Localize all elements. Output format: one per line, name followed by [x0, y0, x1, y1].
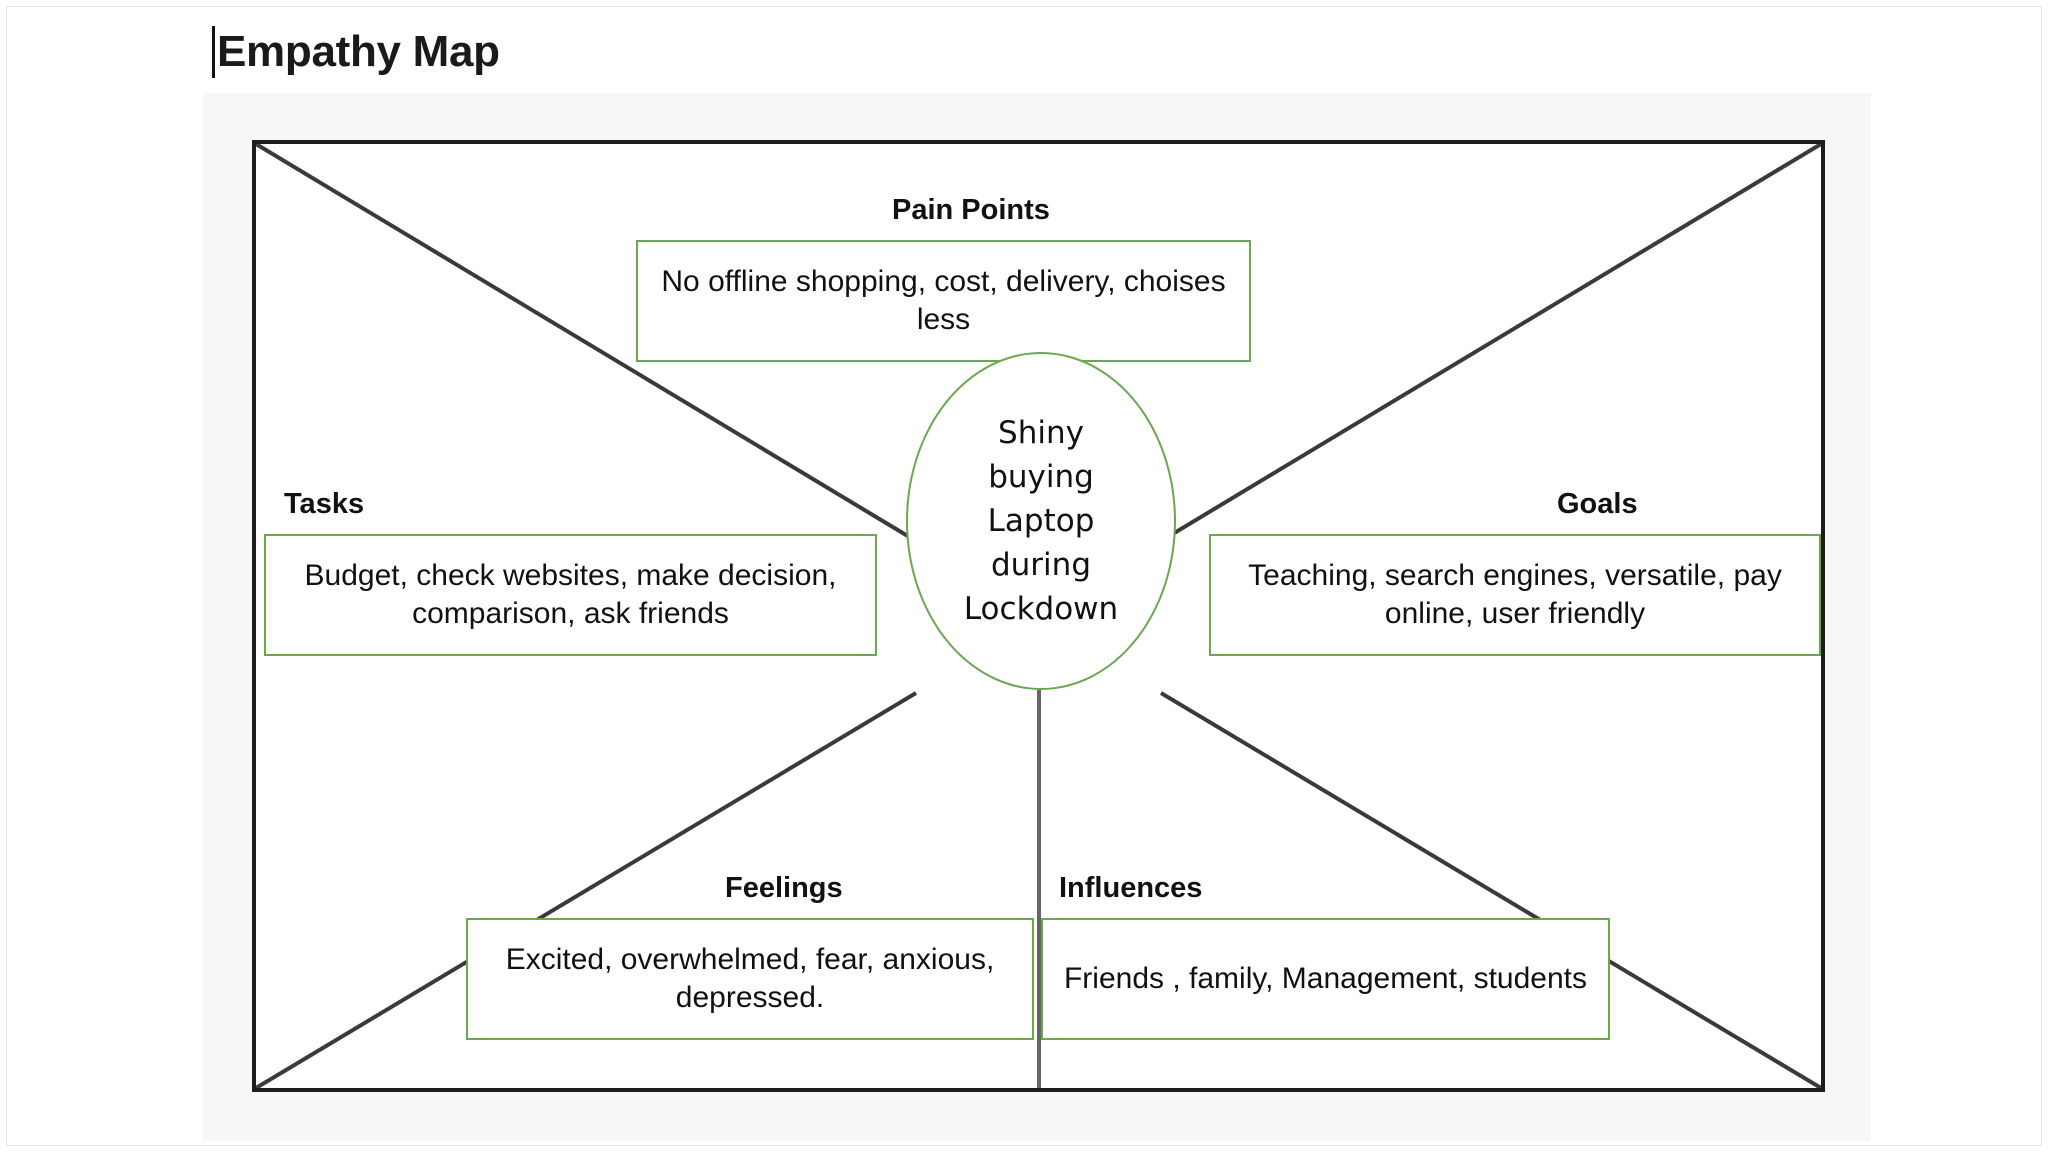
title-row[interactable]: Empathy Map [212, 24, 500, 80]
empathy-map-frame[interactable]: Pain Points No offline shopping, cost, d… [252, 140, 1825, 1092]
page-title[interactable]: Empathy Map [217, 27, 500, 76]
diagram-divider-lines [256, 144, 1821, 1088]
diagonal-bottom-right [1159, 691, 1821, 1088]
diagonal-bottom-left [256, 691, 918, 1088]
content-box-pain-points[interactable]: No offline shopping, cost, delivery, cho… [636, 240, 1251, 362]
section-label-goals: Goals [1557, 488, 1638, 520]
section-label-feelings: Feelings [725, 872, 843, 904]
section-label-influences: Influences [1059, 872, 1203, 904]
section-label-tasks: Tasks [284, 488, 365, 520]
content-box-feelings[interactable]: Excited, overwhelmed, fear, anxious, dep… [466, 918, 1034, 1040]
text-cursor-caret [212, 26, 215, 78]
diagonal-top-left [256, 144, 918, 543]
content-box-influences[interactable]: Friends , family, Management, students [1041, 918, 1610, 1040]
diagonal-top-right [1159, 144, 1821, 543]
section-label-pain-points: Pain Points [892, 194, 1050, 226]
content-box-goals[interactable]: Teaching, search engines, versatile, pay… [1209, 534, 1821, 656]
content-box-tasks[interactable]: Budget, check websites, make decision, c… [264, 534, 877, 656]
